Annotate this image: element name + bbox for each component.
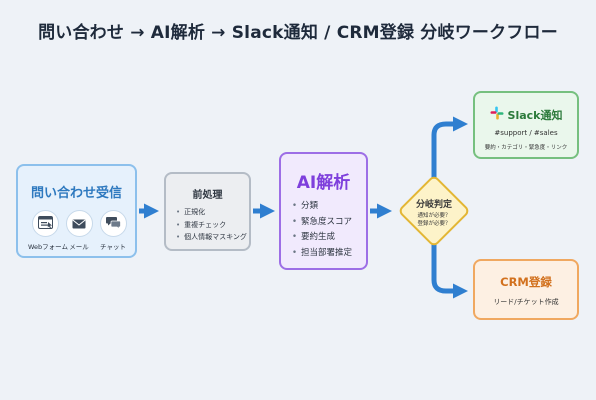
list-item: 担当部署推定: [292, 246, 352, 262]
preprocess-steps: 正規化 重複チェック 個人情報マスキング: [176, 206, 247, 244]
arrow-decision-to-crm: [431, 237, 468, 299]
decision-condition: 登録が必要？: [417, 221, 451, 227]
channel-label: チャット: [100, 243, 126, 251]
browser-icon: [37, 214, 53, 233]
node-branch-decision: 分岐判定 通知が必要？ 登録が必要？: [396, 173, 472, 249]
chat-icon: [105, 214, 121, 233]
node-title: 前処理: [192, 190, 223, 201]
list-item: 個人情報マスキング: [176, 231, 247, 244]
mail-icon: [72, 214, 86, 233]
ai-tasks: 分類 緊急度スコア 要約生成 担当部署推定: [292, 199, 352, 261]
crm-content: リード/チケット作成: [493, 298, 559, 306]
decision-condition: 通知が必要？: [417, 213, 451, 219]
list-item: 要約生成: [292, 230, 352, 246]
list-item: 正規化: [176, 206, 247, 219]
node-slack-notification: Slack通知 #support / #sales 要約・カテゴリ・緊急度・リン…: [473, 91, 579, 159]
arrow-decision-to-slack: [431, 116, 468, 185]
channel-email: メール: [62, 210, 96, 251]
node-inquiry-received: 問い合わせ受信 Webフォーム メール: [16, 164, 137, 258]
node-title: Slack通知: [507, 108, 563, 122]
list-item: 分類: [292, 199, 352, 215]
channel-web-form: Webフォーム: [28, 210, 68, 251]
list-item: 重複チェック: [176, 219, 247, 232]
slack-content: 要約・カテゴリ・緊急度・リンク: [484, 145, 568, 151]
node-title: AI解析: [296, 173, 351, 193]
node-crm-registration: CRM登録 リード/チケット作成: [473, 259, 579, 320]
node-ai-analysis: AI解析 分類 緊急度スコア 要約生成 担当部署推定: [279, 152, 368, 270]
node-title: 分岐判定: [415, 200, 452, 210]
page-title: 問い合わせ → AI解析 → Slack通知 / CRM登録 分岐ワークフロー: [38, 23, 558, 43]
node-title: 問い合わせ受信: [30, 186, 122, 201]
channel-label: メール: [69, 243, 89, 251]
decision-conditions: 通知が必要？ 登録が必要？: [396, 212, 472, 228]
list-item: 緊急度スコア: [292, 215, 352, 231]
node-title: CRM登録: [500, 275, 552, 289]
slack-icon: [490, 105, 504, 124]
channel-label: Webフォーム: [28, 243, 68, 251]
node-preprocess: 前処理 正規化 重複チェック 個人情報マスキング: [164, 172, 251, 251]
channel-chat: チャット: [96, 210, 130, 251]
decision-diamond: [397, 174, 471, 248]
slack-channels: #support / #sales: [494, 129, 558, 137]
